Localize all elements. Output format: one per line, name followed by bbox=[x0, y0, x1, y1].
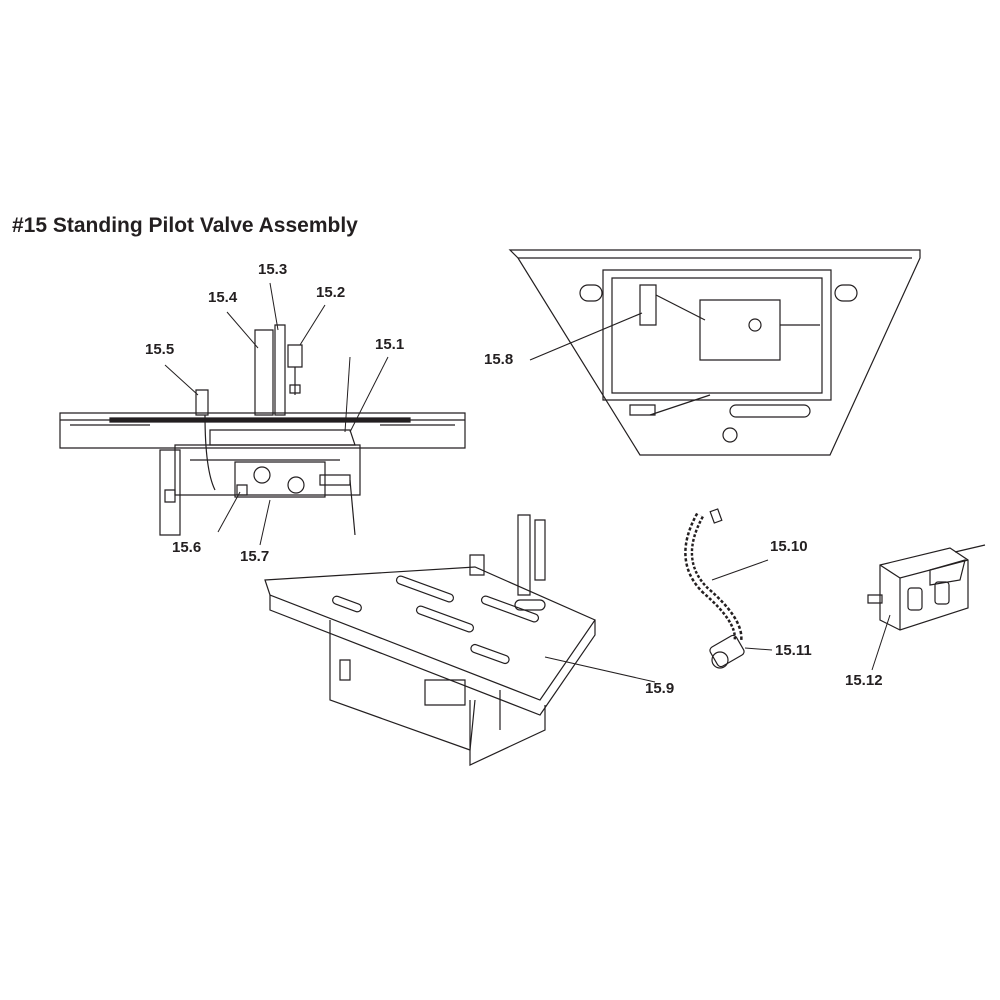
leader-lines bbox=[165, 283, 890, 682]
callout-15-9: 15.9 bbox=[645, 680, 675, 697]
callout-15-11: 15.11 bbox=[775, 642, 812, 659]
callout-15-7: 15.7 bbox=[240, 548, 270, 565]
callout-15-5: 15.5 bbox=[145, 341, 175, 358]
junction-box-receptacle bbox=[868, 545, 985, 630]
callout-15-4: 15.4 bbox=[208, 289, 238, 306]
callout-15-3: 15.3 bbox=[258, 261, 288, 278]
diagram-title: #15 Standing Pilot Valve Assembly bbox=[12, 214, 358, 237]
flex-gas-line bbox=[689, 509, 746, 668]
callout-15-8: 15.8 bbox=[484, 351, 514, 368]
callout-15-12: 15.12 bbox=[845, 672, 883, 689]
front-view-assembly bbox=[60, 325, 465, 535]
callout-15-6: 15.6 bbox=[172, 539, 202, 556]
callout-15-2: 15.2 bbox=[316, 284, 346, 301]
isometric-base-assembly bbox=[265, 515, 595, 765]
callout-15-1: 15.1 bbox=[375, 336, 405, 353]
top-view-firebox bbox=[510, 250, 920, 455]
callout-15-10: 15.10 bbox=[770, 538, 808, 555]
